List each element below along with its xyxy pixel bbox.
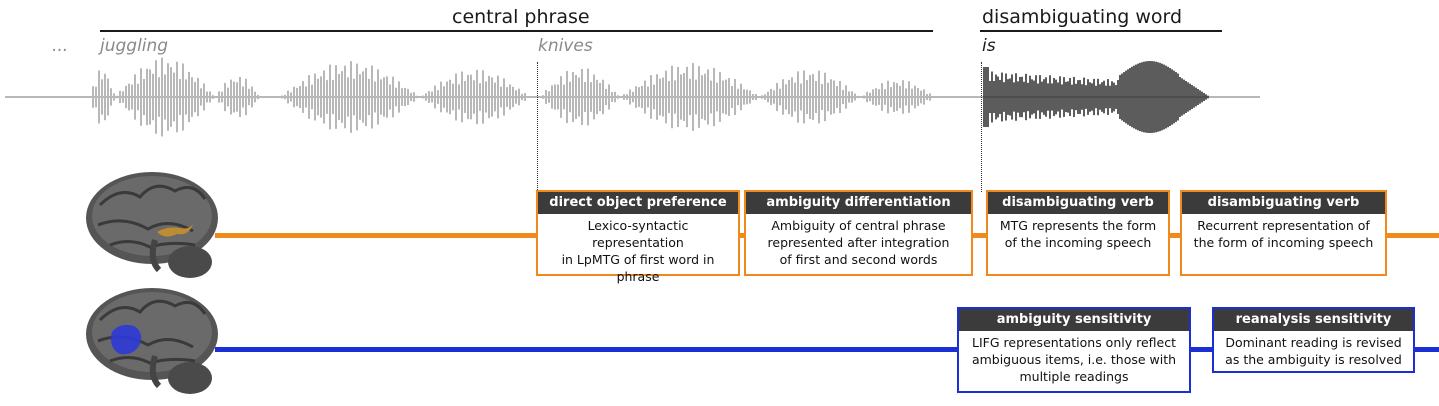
box-body: Ambiguity of central phrase represented … [746,214,971,271]
box-line: multiple readings [1019,369,1129,384]
box-line: of the incoming speech [1004,235,1152,250]
disambiguating-word-bar [980,30,1222,32]
ambiguity-sensitivity-box: ambiguity sensitivity LIFG representatio… [957,307,1191,393]
box-line: Dominant reading is revised [1225,335,1402,350]
box-body: Lexico-syntactic representation in LpMTG… [538,214,738,288]
central-phrase-bar [100,30,933,32]
blue-timeline [215,347,1439,352]
box-body: Recurrent representation of the form of … [1182,214,1385,254]
disambiguating-word-label: disambiguating word [982,6,1183,28]
box-line: the form of incoming speech [1193,235,1374,250]
box-line: Lexico-syntactic representation [587,218,689,250]
is-onset-line [981,62,982,192]
box-body: LIFG representations only reflect ambigu… [959,331,1189,388]
box-line: Ambiguity of central phrase [771,218,946,233]
box-line: in LpMTG of first word in [561,252,715,267]
box-header: reanalysis sensitivity [1214,309,1413,331]
box-header: direct object preference [538,192,738,214]
box-header: ambiguity differentiation [746,192,971,214]
box-line: ambiguous items, i.e. those with [971,352,1177,367]
word-is: is [982,36,996,56]
box-line: Recurrent representation of [1197,218,1370,233]
reanalysis-sensitivity-box: reanalysis sensitivity Dominant reading … [1212,307,1415,373]
central-phrase-label: central phrase [452,6,590,28]
knives-onset-line [537,62,538,192]
box-line: of first and second words [779,252,938,267]
box-line: as the ambiguity is resolved [1225,352,1402,367]
box-line: phrase [616,269,660,284]
box-body: MTG represents the form of the incoming … [988,214,1168,254]
box-line: LIFG representations only reflect [972,335,1176,350]
ambiguity-differentiation-box: ambiguity differentiation Ambiguity of c… [744,190,973,276]
box-header: disambiguating verb [1182,192,1385,214]
disambiguating-verb-box-2: disambiguating verb Recurrent representa… [1180,190,1387,276]
box-line: MTG represents the form [999,218,1157,233]
word-knives: knives [538,36,593,56]
box-line: represented after integration [767,235,950,250]
brain-top-icon [86,172,218,278]
word-juggling: juggling [100,36,169,56]
direct-object-preference-box: direct object preference Lexico-syntacti… [536,190,740,284]
box-body: Dominant reading is revised as the ambig… [1214,331,1413,371]
box-header: disambiguating verb [988,192,1168,214]
box-header: ambiguity sensitivity [959,309,1189,331]
brain-bottom-icon [86,288,218,394]
disambiguating-verb-box-1: disambiguating verb MTG represents the f… [986,190,1170,276]
ellipsis-text: ... [52,36,69,56]
